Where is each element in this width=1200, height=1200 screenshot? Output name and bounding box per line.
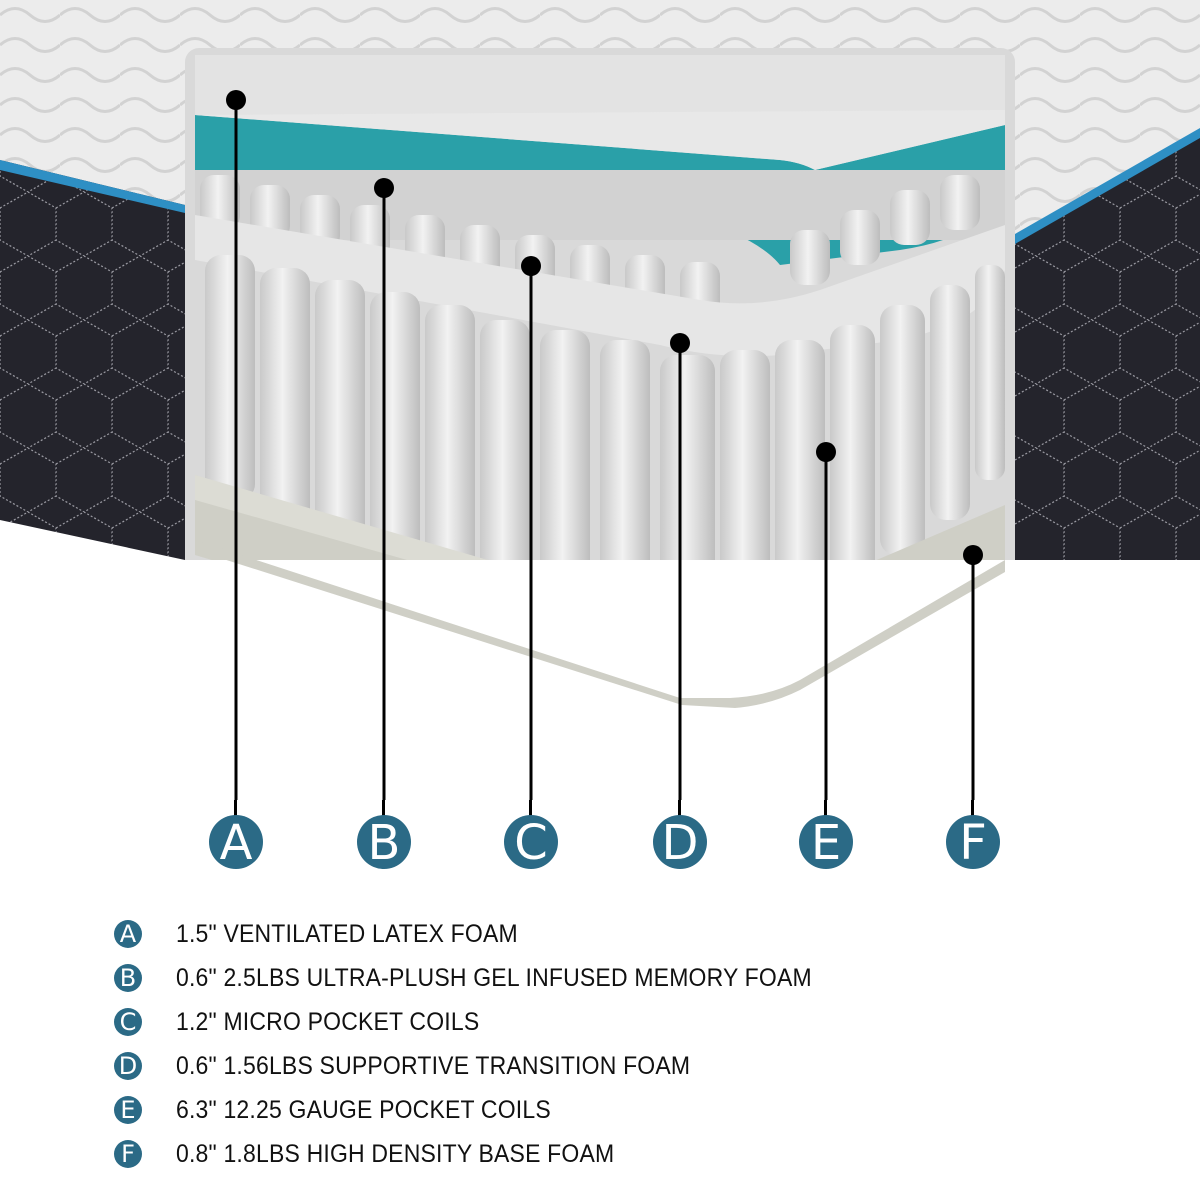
callout-letter-f: F bbox=[946, 815, 1000, 871]
legend-text: 0.6" 2.5LBS ULTRA-PLUSH GEL INFUSED MEMO… bbox=[176, 963, 812, 992]
callout-letter-e: E bbox=[799, 815, 853, 871]
legend-item-d: D 0.6" 1.56LBS SUPPORTIVE TRANSITION FOA… bbox=[114, 1044, 867, 1088]
callout-letter-b: B bbox=[357, 815, 411, 871]
layer-legend: A 1.5" VENTILATED LATEX FOAM B 0.6" 2.5L… bbox=[114, 912, 867, 1176]
legend-badge: A bbox=[114, 920, 142, 948]
legend-badge: C bbox=[114, 1008, 142, 1036]
micro-coils bbox=[195, 170, 1005, 317]
legend-text: 1.5" VENTILATED LATEX FOAM bbox=[176, 919, 518, 948]
legend-item-b: B 0.6" 2.5LBS ULTRA-PLUSH GEL INFUSED ME… bbox=[114, 956, 867, 1000]
legend-item-c: C 1.2" MICRO POCKET COILS bbox=[114, 1000, 867, 1044]
legend-badge: D bbox=[114, 1052, 142, 1080]
callout-letter-d: D bbox=[653, 815, 707, 871]
legend-badge: F bbox=[114, 1140, 142, 1168]
callout-lines bbox=[234, 100, 975, 800]
legend-item-a: A 1.5" VENTILATED LATEX FOAM bbox=[114, 912, 867, 956]
mattress-side-left bbox=[0, 160, 185, 560]
callout-letter-c: C bbox=[504, 815, 558, 871]
legend-text: 1.2" MICRO POCKET COILS bbox=[176, 1007, 480, 1036]
legend-item-f: F 0.8" 1.8LBS HIGH DENSITY BASE FOAM bbox=[114, 1132, 867, 1176]
transition-foam-layer bbox=[195, 215, 1005, 357]
mattress-cutaway-illustration bbox=[0, 0, 1200, 800]
legend-text: 0.6" 1.56LBS SUPPORTIVE TRANSITION FOAM bbox=[176, 1051, 691, 1080]
callout-dots bbox=[226, 90, 983, 565]
legend-badge: B bbox=[114, 964, 142, 992]
legend-text: 6.3" 12.25 GAUGE POCKET COILS bbox=[176, 1095, 551, 1124]
legend-badge: E bbox=[114, 1096, 142, 1124]
mattress-side-right bbox=[1015, 130, 1200, 575]
legend-item-e: E 6.3" 12.25 GAUGE POCKET COILS bbox=[114, 1088, 867, 1132]
legend-text: 0.8" 1.8LBS HIGH DENSITY BASE FOAM bbox=[176, 1139, 615, 1168]
callout-letter-a: A bbox=[209, 815, 263, 871]
